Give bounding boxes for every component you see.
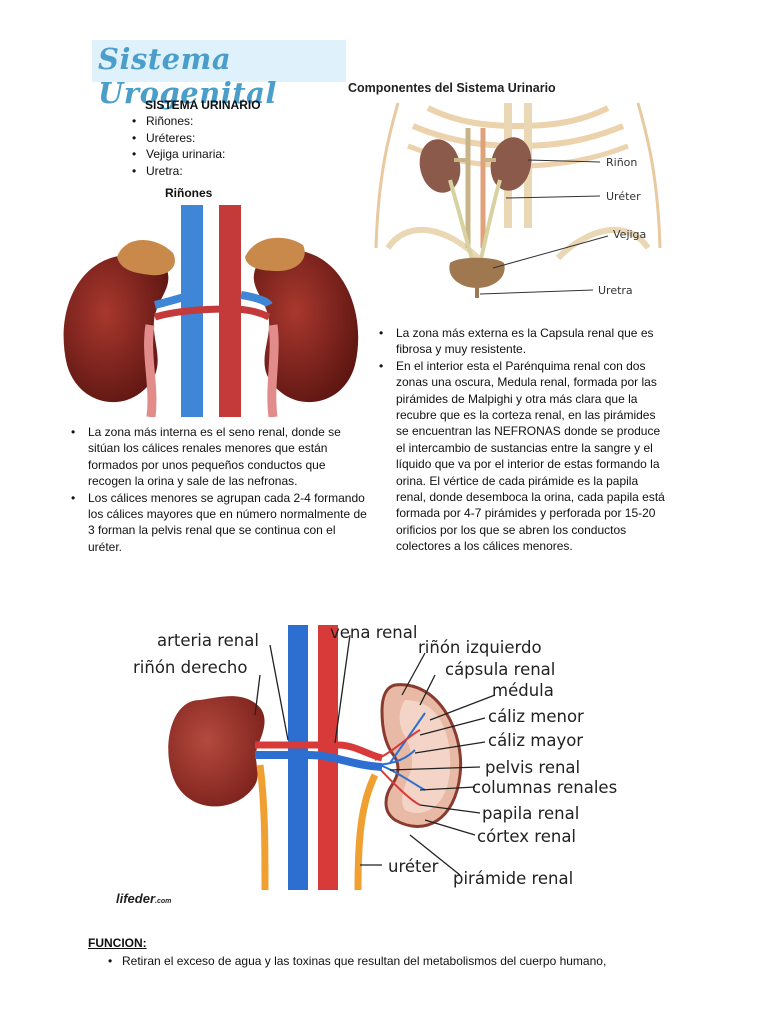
label-vena-renal: vena renal [330, 623, 417, 642]
list-item: La zona más interna es el seno renal, do… [71, 424, 368, 490]
label-piramide-renal: pirámide renal [453, 869, 573, 888]
funcion-heading: FUNCION: [88, 936, 147, 950]
list-item: Los cálices menores se agrupan cada 2-4 … [71, 490, 368, 556]
list-item: Vejiga urinaria: [130, 146, 225, 163]
right-bullets: La zona más externa es la Capsula renal … [379, 325, 670, 555]
page-title: Sistema Urogenital [98, 42, 277, 110]
label-capsula-renal: cápsula renal [445, 660, 555, 679]
list-item: En el interior esta el Parénquima renal … [379, 358, 670, 555]
left-bullets: La zona más interna es el seno renal, do… [71, 424, 368, 556]
label-rinon-derecho: riñón derecho [133, 658, 247, 677]
label-medula: médula [492, 681, 554, 700]
list-item: Uréteres: [130, 130, 225, 147]
list-item: Riñones: [130, 113, 225, 130]
list-item: La zona más externa es la Capsula renal … [379, 325, 670, 358]
title-banner: Sistema Urogenital [92, 40, 346, 110]
label-caliz-mayor: cáliz mayor [488, 731, 583, 750]
list-item: Retiran el exceso de agua y las toxinas … [106, 953, 726, 969]
urinary-figure-caption: Componentes del Sistema Urinario [348, 81, 556, 95]
kidneys-heading: Riñones [165, 186, 213, 200]
label-vejiga: Vejiga [613, 228, 646, 241]
label-cortex-renal: córtex renal [477, 827, 576, 846]
logo-text: lifeder [116, 891, 156, 906]
funcion-list: Retiran el exceso de agua y las toxinas … [106, 953, 726, 969]
list-item: Uretra: [130, 163, 225, 180]
label-uretra: Uretra [598, 284, 633, 297]
labeled-kidney-diagram: arteria renal riñón derecho vena renal r… [133, 623, 617, 891]
label-arteria-renal: arteria renal [157, 631, 259, 650]
logo-suffix: .com [155, 898, 172, 905]
label-rinon: Riñon [606, 156, 637, 169]
label-columnas-renales: columnas renales [472, 778, 617, 797]
label-papila-renal: papila renal [482, 804, 579, 823]
lifeder-logo: lifeder.com [116, 891, 171, 906]
label-pelvis-renal: pelvis renal [485, 758, 580, 777]
kidneys-illustration [63, 205, 359, 417]
label-ureter: Uréter [606, 190, 641, 203]
label-caliz-menor: cáliz menor [488, 707, 584, 726]
urinary-system-illustration: Riñon Uréter Vejiga Uretra [374, 102, 662, 298]
system-list: Riñones: Uréteres: Vejiga urinaria: Uret… [130, 113, 225, 179]
label-ureter: uréter [388, 857, 439, 876]
label-rinon-izquierdo: riñón izquierdo [418, 638, 542, 657]
system-heading: SISTEMA URINARIO [145, 98, 261, 112]
